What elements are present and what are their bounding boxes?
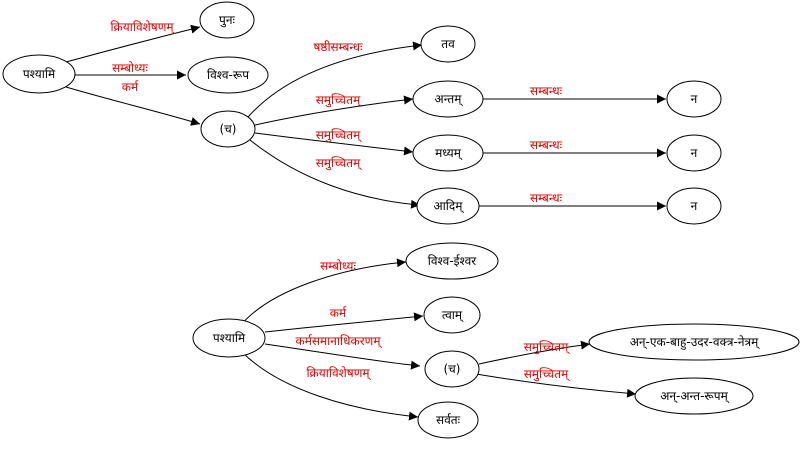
node-label: त्वाम् bbox=[442, 308, 464, 323]
graph-1: क्रियाविशेषणम् सम्बोध्यः कर्म षष्ठीसम्बन… bbox=[2, 1, 722, 225]
node-label: (च) bbox=[220, 122, 237, 136]
edge-madhyam-na: सम्बन्धः bbox=[483, 138, 666, 158]
node-antam[interactable]: अन्तम् bbox=[412, 80, 484, 118]
node-na-3[interactable]: न bbox=[666, 187, 722, 225]
edge-label: षष्ठीसम्बन्धः bbox=[313, 40, 363, 54]
graph-2: सम्बोध्यः कर्म कर्मसमानाधिकरणम् क्रियावि… bbox=[192, 242, 800, 439]
node-ananta[interactable]: अन्-अन्त-रूपम् bbox=[634, 377, 754, 415]
edge-pashyami-vishva-ishvara: सम्बोध्यः bbox=[239, 258, 407, 327]
edge-pashyami-tvam: कर्म bbox=[264, 306, 424, 333]
edge-label: कर्म bbox=[330, 306, 347, 320]
node-label: पश्यामि bbox=[213, 331, 246, 345]
node-na-1[interactable]: न bbox=[666, 80, 722, 118]
node-aneka[interactable]: अन्-एक-बाहु-उदर-वक्त्र-नेत्रम् bbox=[588, 323, 800, 361]
node-vishva-ishvara[interactable]: विश्व-ईश्वर bbox=[405, 242, 499, 280]
edge-label: सम्बोध्यः bbox=[112, 61, 148, 75]
node-tava[interactable]: तव bbox=[420, 25, 476, 63]
edge-label: समुच्चितम् bbox=[316, 93, 363, 108]
edge-label: कर्मसमानाधिकरणम् bbox=[295, 334, 382, 349]
edge-ca-adim: समुच्चितम् bbox=[249, 139, 421, 209]
edge-pashyami-ca: कर्मसमानाधिकरणम् bbox=[264, 334, 421, 370]
node-label: आदिम् bbox=[434, 199, 465, 214]
node-label: सर्वतः bbox=[436, 413, 461, 427]
edge-pashyami-punah: क्रियाविशेषणम् bbox=[65, 20, 201, 63]
edge-pashyami-sarvatah: क्रियाविशेषणम् bbox=[241, 351, 419, 421]
node-label: अन्तम् bbox=[435, 92, 464, 107]
edge-ca-tava: षष्ठीसम्बन्धः bbox=[247, 40, 423, 118]
edge-label: सम्बोध्यः bbox=[320, 259, 356, 273]
edge-adim-na: सम्बन्धः bbox=[479, 191, 666, 211]
node-madhyam[interactable]: मध्यम् bbox=[412, 134, 484, 172]
node-label: न bbox=[691, 92, 698, 106]
node-pashyami-2[interactable]: पश्यामि bbox=[192, 318, 266, 358]
node-label: तव bbox=[441, 37, 455, 51]
edge-ca-aneka: समुच्चितम् bbox=[478, 340, 591, 365]
node-tvam[interactable]: त्वाम् bbox=[423, 296, 481, 334]
node-punah[interactable]: पुनः bbox=[199, 1, 255, 39]
edge-pashyami-ca: कर्म bbox=[65, 80, 201, 126]
edge-label: सम्बन्धः bbox=[530, 138, 563, 152]
node-sarvatah[interactable]: सर्वतः bbox=[417, 401, 479, 439]
node-label: न bbox=[691, 199, 698, 213]
node-label: पश्यामि bbox=[23, 67, 56, 81]
edge-label: कर्म bbox=[122, 80, 139, 94]
edge-ca-antam: समुच्चितम् bbox=[254, 93, 414, 126]
node-pashyami[interactable]: पश्यामि bbox=[2, 54, 76, 94]
edge-label: क्रियाविशेषणम् bbox=[306, 366, 371, 381]
node-label: विश्व-रूप bbox=[207, 68, 249, 82]
node-label: विश्व-ईश्वर bbox=[428, 254, 478, 268]
node-label: अन्-एक-बाहु-उदर-वक्त्र-नेत्रम् bbox=[630, 335, 761, 350]
node-ca-2[interactable]: (च) bbox=[424, 350, 480, 388]
edge-label: समुच्चितम् bbox=[524, 367, 571, 382]
edge-label: समुच्चितम् bbox=[316, 156, 363, 171]
edge-ca-ananta: समुच्चितम् bbox=[475, 367, 637, 398]
edge-label: सम्बन्धः bbox=[530, 84, 563, 98]
node-label: मध्यम् bbox=[435, 146, 463, 161]
node-vishva-rupa[interactable]: विश्व-रूप bbox=[187, 56, 269, 94]
node-label: पुनः bbox=[219, 13, 235, 28]
edge-label: क्रियाविशेषणम् bbox=[110, 20, 175, 35]
edge-pashyami-vishva-rupa: सम्बोध्यः bbox=[74, 61, 186, 80]
edge-label: सम्बन्धः bbox=[530, 191, 563, 205]
node-label: (च) bbox=[444, 362, 461, 376]
node-ca[interactable]: (च) bbox=[200, 110, 256, 148]
edge-label: समुच्चितम् bbox=[524, 340, 571, 355]
node-na-2[interactable]: न bbox=[666, 134, 722, 172]
edge-ca-madhyam: समुच्चितम् bbox=[254, 128, 414, 156]
node-adim[interactable]: आदिम् bbox=[416, 187, 480, 225]
edge-antam-na: सम्बन्धः bbox=[483, 84, 666, 104]
edge-label: समुच्चितम् bbox=[316, 128, 363, 143]
node-label: न bbox=[691, 146, 698, 160]
node-label: अन्-अन्त-रूपम् bbox=[660, 389, 730, 404]
